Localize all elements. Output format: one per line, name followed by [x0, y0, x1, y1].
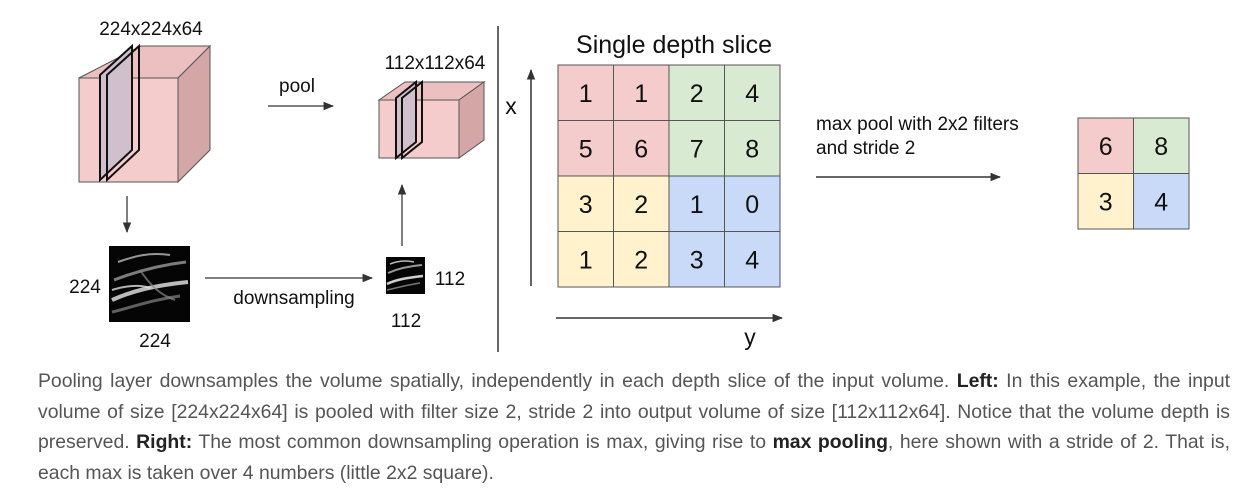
operation-label-line1: max pool with 2x2 filters	[816, 114, 1019, 135]
downsampling-label: downsampling	[233, 288, 354, 309]
caption-text-4: , here shown with a stride of 2. That is…	[38, 431, 1230, 484]
output-grid-cell	[1077, 173, 1134, 230]
input-dims-label: 224x224x64	[99, 19, 203, 40]
output-grid-value: 6	[1099, 133, 1113, 161]
input-grid-value: 8	[745, 135, 759, 163]
input-grid-value: 1	[634, 80, 648, 108]
output-grid-value: 8	[1154, 133, 1168, 161]
input-size-vertical: 224	[69, 277, 101, 298]
output-grid-value: 4	[1154, 188, 1168, 216]
output-depth-slice-back	[401, 79, 423, 161]
output-size-vertical: 112	[435, 269, 465, 290]
input-grid-value: 6	[634, 135, 648, 163]
input-grid-value: 2	[634, 191, 648, 219]
x-axis-label: x	[505, 93, 517, 119]
input-grid-cell	[668, 120, 725, 177]
input-grid-value: 4	[745, 80, 759, 108]
output-grid-cell	[1133, 173, 1190, 230]
input-grid-value: 3	[690, 246, 704, 274]
input-grid-cell	[668, 231, 725, 288]
output-slice-image	[386, 257, 425, 294]
output-dims-label: 112x112x64	[385, 53, 486, 74]
caption-text-3: The most common downsampling operation i…	[192, 431, 773, 453]
input-grid-cell	[557, 64, 614, 121]
input-grid-cell	[724, 231, 781, 288]
output-grid-cell	[1133, 117, 1190, 174]
caption-text-1: Pooling layer downsamples the volume spa…	[38, 370, 957, 392]
figure-caption: Pooling layer downsamples the volume spa…	[38, 366, 1230, 488]
input-grid-value: 0	[745, 191, 759, 219]
input-grid-cell	[724, 175, 781, 232]
input-grid-value: 5	[579, 135, 593, 163]
depth-slice-title: Single depth slice	[576, 31, 772, 59]
caption-text-2: In this example, the input volume of siz…	[38, 370, 1230, 453]
pool-label: pool	[279, 76, 315, 97]
input-grid-value: 7	[690, 135, 704, 163]
output-volume-front	[378, 99, 460, 159]
caption-left-bold: Left:	[956, 370, 999, 392]
output-volume	[377, 79, 486, 161]
input-grid: 1 1 2 4 5 6 7 8 3 2 1 0 1 2 3 4	[557, 64, 781, 288]
y-axis-label: y	[744, 324, 756, 350]
output-size-horizontal: 112	[391, 311, 421, 332]
input-grid-cell	[557, 120, 614, 177]
caption-maxpool-bold: max pooling	[772, 431, 888, 453]
input-size-horizontal: 224	[139, 331, 171, 352]
input-grid-cell	[668, 175, 725, 232]
input-slice-image	[109, 246, 190, 322]
input-grid-value: 1	[690, 191, 704, 219]
operation-label-line2: and stride 2	[816, 138, 915, 159]
input-grid-cell	[557, 231, 614, 288]
caption-right-bold: Right:	[136, 431, 193, 453]
input-grid-value: 3	[579, 191, 593, 219]
pooling-diagram: 224x224x64 pool 112x112x64 224 224 downs…	[69, 19, 1190, 352]
input-grid-cell	[613, 175, 670, 232]
input-grid-value: 4	[745, 246, 759, 274]
input-grid-cell	[668, 64, 725, 121]
input-grid-value: 2	[690, 80, 704, 108]
input-grid-cell	[557, 175, 614, 232]
input-grid-value: 2	[634, 246, 648, 274]
input-depth-slice-back	[106, 43, 140, 183]
input-grid-value: 1	[579, 80, 593, 108]
output-grid-value: 3	[1099, 188, 1113, 216]
input-grid-value: 1	[579, 246, 593, 274]
input-grid-cell	[724, 120, 781, 177]
input-grid-cell	[613, 64, 670, 121]
input-volume	[78, 43, 212, 184]
output-grid: 6 8 3 4	[1077, 117, 1190, 230]
